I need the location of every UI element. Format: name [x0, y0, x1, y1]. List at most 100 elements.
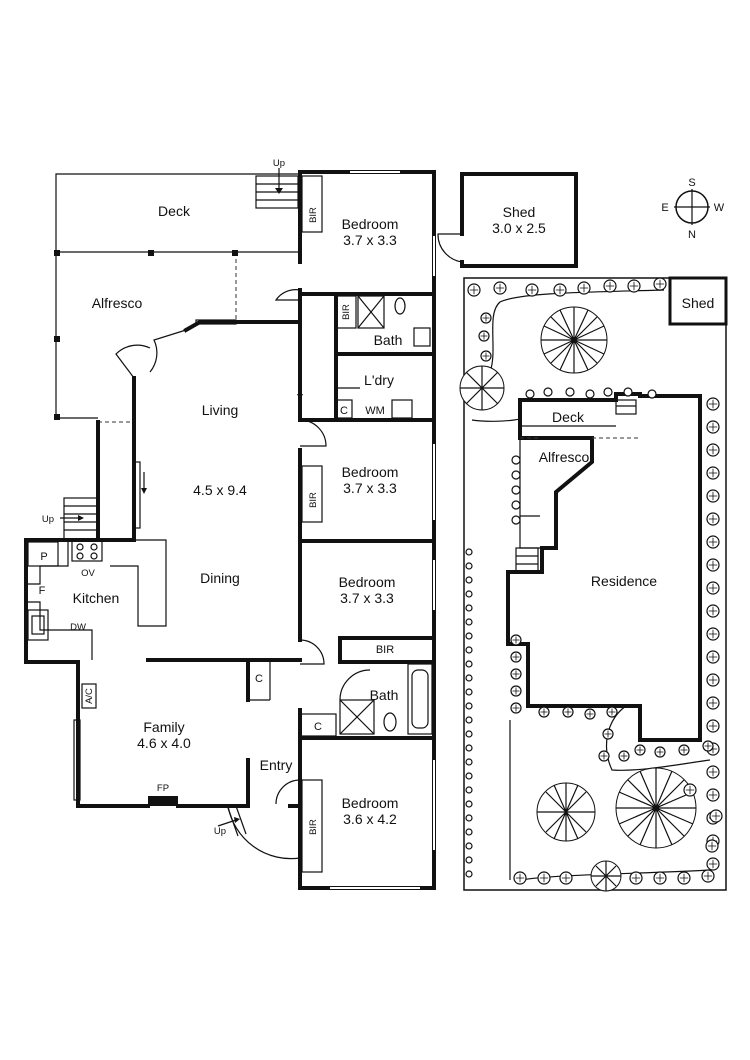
- shrub-icon: [511, 470, 521, 480]
- shrub-detail: [636, 746, 644, 754]
- fixtures: [27, 175, 433, 873]
- shrub-detail: [708, 399, 718, 409]
- living-label: Living: [202, 402, 239, 418]
- shrub-icon: [465, 786, 473, 794]
- shrub-icon: [511, 515, 521, 525]
- wm-label: WM: [365, 405, 385, 417]
- shed-label: Shed: [503, 204, 536, 220]
- deck-area: Up Deck Alfresco: [54, 158, 300, 423]
- bedroom-1-label: Bedroom: [342, 216, 399, 232]
- pantry-label: P: [40, 551, 47, 563]
- shrub-icon: [511, 485, 521, 495]
- ac-label: A/C: [84, 688, 95, 704]
- entry-label: Entry: [260, 757, 293, 773]
- shrub-detail: [708, 422, 718, 432]
- shrub-detail: [512, 704, 520, 712]
- entry-up-label: Up: [214, 826, 226, 837]
- shrubs: [465, 277, 723, 885]
- deck-label: Deck: [158, 203, 191, 219]
- windows: [73, 319, 237, 801]
- room-labels: Living 4.5 x 9.4 Dining Kitchen Family 4…: [73, 216, 403, 827]
- bedroom-4-label: Bedroom: [342, 795, 399, 811]
- shrub-detail: [704, 742, 712, 750]
- shrub-icon: [585, 389, 595, 399]
- bir-label-3: BIR: [376, 644, 394, 656]
- living-size: 4.5 x 9.4: [193, 482, 247, 498]
- kitchen-up-label: Up: [42, 514, 54, 525]
- shrub-detail: [564, 708, 572, 716]
- shrub-detail: [586, 710, 594, 718]
- bir-label-1: BIR: [308, 207, 319, 223]
- shrub-detail: [512, 636, 520, 644]
- shrub-icon: [465, 828, 473, 836]
- site-alfresco-label: Alfresco: [539, 449, 590, 465]
- shrub-detail: [515, 873, 525, 883]
- shrub-detail: [604, 730, 612, 738]
- shrub-detail: [555, 285, 565, 295]
- compass: S N E W: [661, 177, 724, 241]
- shrub-detail: [600, 752, 608, 760]
- shrub-icon: [565, 387, 575, 397]
- shrub-icon: [465, 744, 473, 752]
- shrub-icon: [465, 758, 473, 766]
- shrub-icon: [511, 455, 521, 465]
- shrub-detail: [495, 283, 505, 293]
- bedroom-1-size: 3.7 x 3.3: [343, 232, 397, 248]
- shrub-detail: [708, 537, 718, 547]
- shrub-icon: [465, 730, 473, 738]
- shrub-icon: [543, 387, 553, 397]
- shrub-icon: [623, 387, 633, 397]
- bath-2-label: Bath: [370, 687, 399, 703]
- laundry-label: L'dry: [364, 372, 394, 388]
- shed-plan: Shed 3.0 x 2.5: [437, 172, 578, 268]
- shrub-icon: [465, 716, 473, 724]
- family-size: 4.6 x 4.0: [137, 735, 191, 751]
- family-label: Family: [143, 719, 184, 735]
- bedroom-2-size: 3.7 x 3.3: [343, 480, 397, 496]
- shrub-detail: [708, 721, 718, 731]
- shrub-detail: [708, 491, 718, 501]
- shrub-detail: [527, 285, 537, 295]
- shrub-icon: [465, 842, 473, 850]
- shrub-detail: [655, 279, 665, 289]
- shrub-icon: [465, 660, 473, 668]
- site-deck-label: Deck: [552, 409, 585, 425]
- shrub-detail: [708, 698, 718, 708]
- shrub-detail: [707, 841, 717, 851]
- bir-label-4: BIR: [308, 819, 319, 835]
- shrub-detail: [708, 629, 718, 639]
- shrub-icon: [647, 389, 657, 399]
- shrub-icon: [465, 856, 473, 864]
- shrub-icon: [465, 562, 473, 570]
- compass-n: N: [688, 229, 696, 241]
- shrub-detail: [512, 670, 520, 678]
- shrub-icon: [465, 814, 473, 822]
- shrub-detail: [680, 746, 688, 754]
- shrub-detail: [708, 583, 718, 593]
- shrub-detail: [708, 675, 718, 685]
- shrub-icon: [511, 500, 521, 510]
- shrub-detail: [512, 653, 520, 661]
- compass-e: E: [661, 202, 668, 214]
- shrub-icon: [465, 646, 473, 654]
- shrub-detail: [708, 445, 718, 455]
- bedroom-4-size: 3.6 x 4.2: [343, 811, 397, 827]
- bedroom-2-label: Bedroom: [342, 464, 399, 480]
- shrub-detail: [708, 606, 718, 616]
- shrub-icon: [465, 590, 473, 598]
- shrub-detail: [685, 785, 695, 795]
- shrub-icon: [465, 618, 473, 626]
- dining-label: Dining: [200, 570, 240, 586]
- fridge-label: F: [39, 585, 46, 597]
- alfresco-label: Alfresco: [92, 295, 143, 311]
- shed-size: 3.0 x 2.5: [492, 220, 546, 236]
- shrub-icon: [465, 674, 473, 682]
- shrub-detail: [708, 652, 718, 662]
- doors: [115, 289, 360, 860]
- shrub-detail: [469, 285, 479, 295]
- shrub-detail: [679, 873, 689, 883]
- cupboard-label-family: C: [255, 673, 263, 685]
- shrub-icon: [465, 604, 473, 612]
- oven-label: OV: [81, 568, 95, 579]
- site-plan: Shed Deck Alfresco Residence: [459, 276, 728, 892]
